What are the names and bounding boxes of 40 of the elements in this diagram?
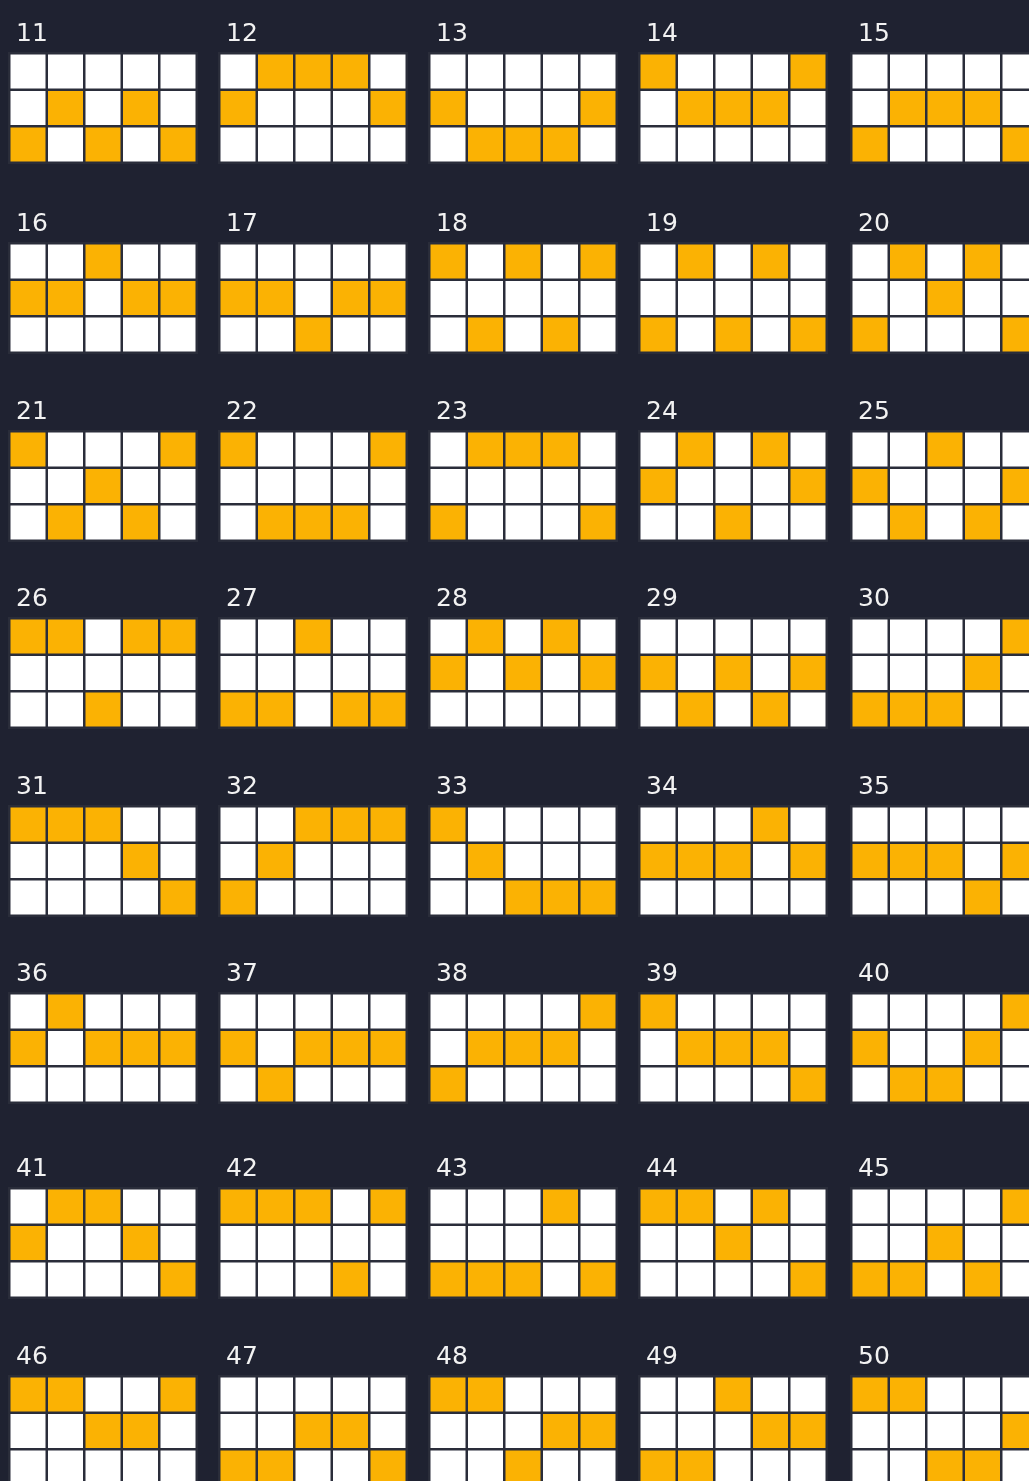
payline-number: 43 bbox=[436, 1153, 468, 1183]
payline-number: 30 bbox=[858, 583, 890, 613]
payline-number: 35 bbox=[858, 771, 890, 801]
payline-number: 11 bbox=[16, 18, 48, 48]
payline-number: 31 bbox=[16, 771, 48, 801]
payline-number: 15 bbox=[858, 18, 890, 48]
payline-number: 18 bbox=[436, 208, 468, 238]
payline-number: 17 bbox=[226, 208, 258, 238]
payline-number: 42 bbox=[226, 1153, 258, 1183]
payline-number: 23 bbox=[436, 396, 468, 426]
payline-number: 40 bbox=[858, 958, 890, 988]
payline-number: 25 bbox=[858, 396, 890, 426]
payline-number: 22 bbox=[226, 396, 258, 426]
payline-number: 48 bbox=[436, 1341, 468, 1371]
payline-number: 21 bbox=[16, 396, 48, 426]
payline-number: 41 bbox=[16, 1153, 48, 1183]
payline-number: 20 bbox=[858, 208, 890, 238]
payline-number: 33 bbox=[436, 771, 468, 801]
payline-number: 29 bbox=[646, 583, 678, 613]
payline-number: 36 bbox=[16, 958, 48, 988]
payline-number: 24 bbox=[646, 396, 678, 426]
payline-number: 34 bbox=[646, 771, 678, 801]
payline-number: 50 bbox=[858, 1341, 890, 1371]
payline-number: 39 bbox=[646, 958, 678, 988]
payline-number: 13 bbox=[436, 18, 468, 48]
payline-number: 14 bbox=[646, 18, 678, 48]
payline-number: 47 bbox=[226, 1341, 258, 1371]
payline-number: 26 bbox=[16, 583, 48, 613]
payline-number: 46 bbox=[16, 1341, 48, 1371]
payline-number: 37 bbox=[226, 958, 258, 988]
payline-number: 12 bbox=[226, 18, 258, 48]
payline-number: 38 bbox=[436, 958, 468, 988]
payline-number: 49 bbox=[646, 1341, 678, 1371]
payline-number: 44 bbox=[646, 1153, 678, 1183]
payline-number: 28 bbox=[436, 583, 468, 613]
payline-number: 45 bbox=[858, 1153, 890, 1183]
payline-number: 16 bbox=[16, 208, 48, 238]
payline-number: 19 bbox=[646, 208, 678, 238]
payline-number: 32 bbox=[226, 771, 258, 801]
payline-number: 27 bbox=[226, 583, 258, 613]
